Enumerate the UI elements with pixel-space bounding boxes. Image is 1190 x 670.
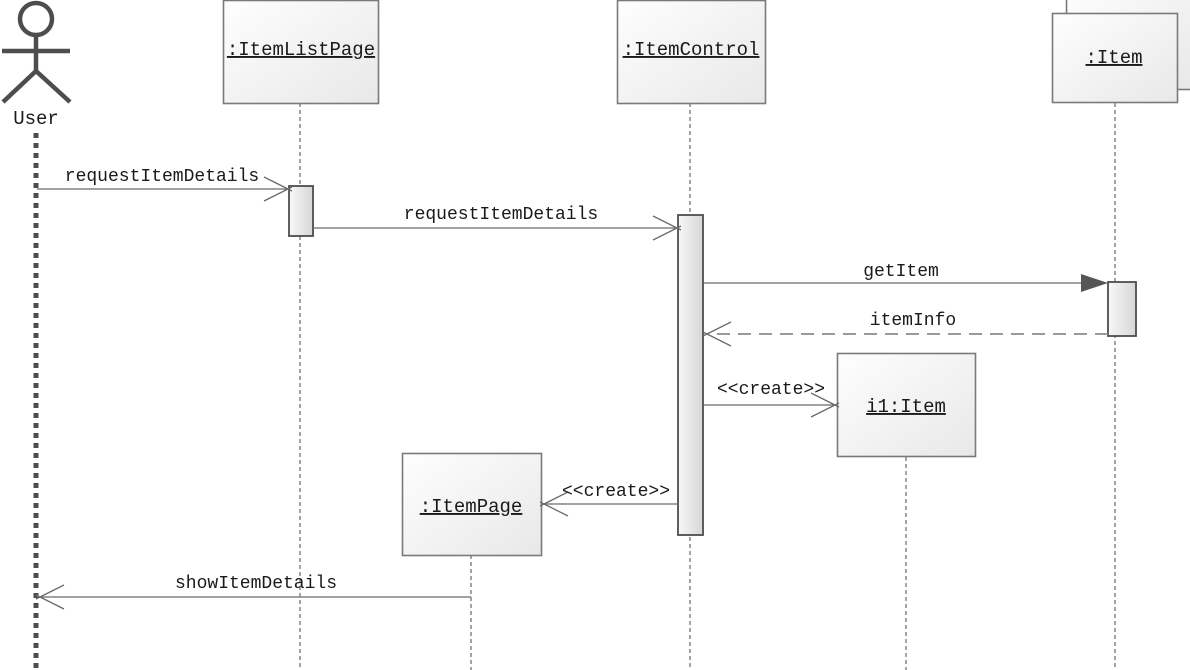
- message-label: requestItemDetails: [65, 167, 259, 187]
- itemlistpage-label: :ItemListPage: [227, 39, 375, 61]
- i1item-label: i1:Item: [866, 396, 946, 418]
- actor-user-label: User: [13, 108, 59, 130]
- open-arrowhead-right-icon: [263, 176, 293, 202]
- activation-itemcontrol: [677, 214, 704, 536]
- message-label: showItemDetails: [175, 574, 337, 594]
- message-request-item-details-1: requestItemDetails: [37, 167, 293, 202]
- message-label: <<create>>: [717, 380, 825, 400]
- message-label: requestItemDetails: [404, 205, 598, 225]
- message-label: <<create>>: [562, 482, 670, 502]
- object-box-i1item: i1:Item: [836, 352, 977, 458]
- message-request-item-details-2: requestItemDetails: [313, 205, 682, 241]
- object-box-itemcontrol: :ItemControl: [616, 0, 767, 105]
- open-arrowhead-left-icon: [702, 321, 732, 347]
- actor-right-leg: [34, 69, 72, 104]
- filled-arrowhead-right-icon: [1081, 274, 1108, 292]
- actor-head: [17, 0, 55, 38]
- open-arrowhead-right-icon: [652, 215, 682, 241]
- object-box-itempage: :ItemPage: [401, 452, 543, 557]
- message-create-itempage: <<create>>: [539, 482, 678, 517]
- object-box-itemlistpage: :ItemListPage: [222, 0, 380, 105]
- activation-itemlistpage: [288, 185, 314, 237]
- message-label: itemInfo: [870, 311, 956, 331]
- item-label: :Item: [1085, 47, 1142, 69]
- item-front-box-rect: [1051, 12, 1179, 104]
- itemcontrol-box-rect: [616, 0, 767, 105]
- object-box-item-multiobject: :Item: [1051, 0, 1190, 104]
- itempage-box-rect: [401, 452, 543, 557]
- actor-left-leg: [1, 69, 38, 104]
- activation-item: [1107, 281, 1137, 337]
- open-arrowhead-right-icon: [810, 392, 840, 418]
- actor-user-figure: [1, 0, 72, 104]
- open-arrowhead-left-icon: [539, 491, 569, 517]
- message-item-info: itemInfo: [702, 311, 1108, 347]
- itempage-label: :ItemPage: [420, 496, 523, 518]
- message-get-item: getItem: [703, 262, 1108, 292]
- i1item-box-rect: [836, 352, 977, 458]
- message-label: getItem: [863, 262, 939, 282]
- itemlistpage-box-rect: [222, 0, 380, 105]
- itemcontrol-label: :ItemControl: [623, 39, 760, 61]
- message-show-item-details: showItemDetails: [35, 574, 471, 610]
- message-create-i1item: <<create>>: [703, 380, 840, 418]
- open-arrowhead-left-icon: [35, 584, 65, 610]
